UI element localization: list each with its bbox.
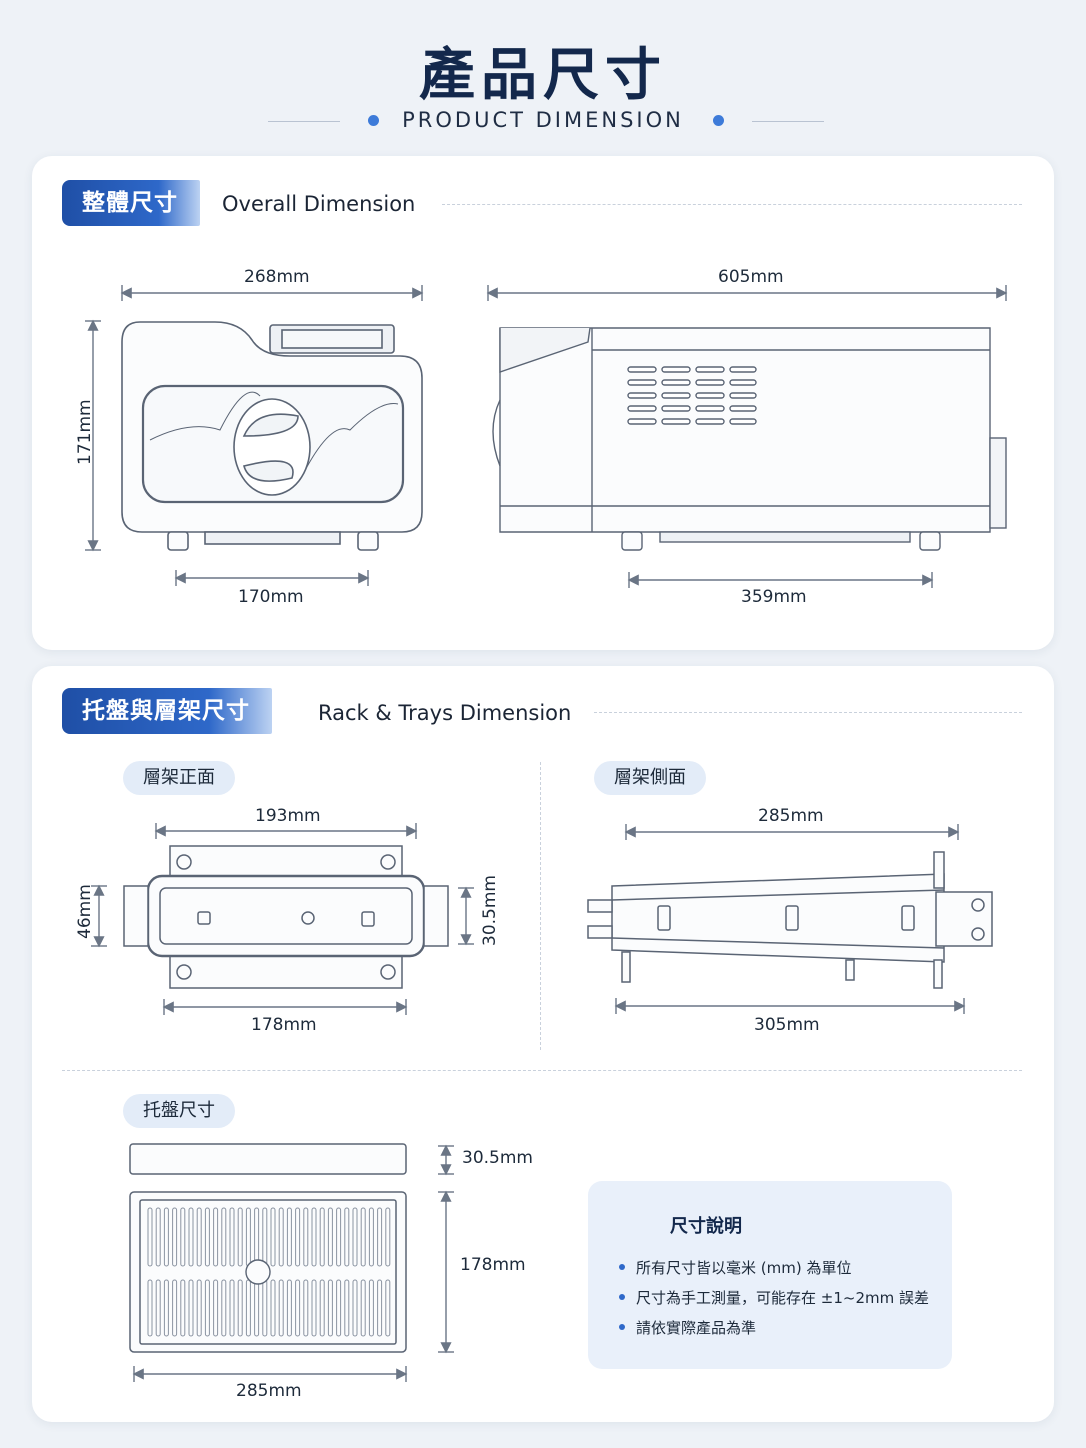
rack-front-inner-label: 178mm xyxy=(251,1015,317,1035)
rack-side-bottom-label: 305mm xyxy=(754,1015,820,1035)
rack-horizontal-divider xyxy=(62,1070,1022,1071)
notes-title: 尺寸說明 xyxy=(670,1216,742,1237)
front-width-label: 268mm xyxy=(244,267,310,287)
note-item-1: 所有尺寸皆以毫米 (mm) 為單位 xyxy=(636,1259,852,1277)
note-item-3: 請依實際產品為準 xyxy=(636,1319,757,1337)
tray-pill: 托盤尺寸 xyxy=(123,1094,235,1128)
tray-width-label: 285mm xyxy=(236,1381,302,1401)
front-feet-label: 170mm xyxy=(238,587,304,607)
ruler-icon xyxy=(616,1210,648,1242)
note-item-2: 尺寸為手工測量，可能存在 ±1~2mm 誤差 xyxy=(636,1289,929,1307)
rack-front-depth-label: 30.5mm xyxy=(480,875,500,946)
rack-front-width-label: 193mm xyxy=(255,806,321,826)
rack-side-top-label: 285mm xyxy=(758,806,824,826)
rack-front-pill: 層架正面 xyxy=(123,761,235,795)
notes-box xyxy=(588,1181,952,1369)
subtitle-line-right xyxy=(752,121,824,122)
rack-side-pill: 層架側面 xyxy=(594,761,706,795)
overall-badge-en: Overall Dimension xyxy=(222,192,416,216)
note-bullet-3 xyxy=(619,1324,625,1330)
rack-badge-en: Rack & Trays Dimension xyxy=(318,701,572,725)
overall-divider xyxy=(442,204,1022,205)
note-bullet-1 xyxy=(619,1264,625,1270)
rack-badge: 托盤與層架尺寸 xyxy=(62,688,272,734)
page-subtitle: PRODUCT DIMENSION xyxy=(402,108,684,132)
subtitle-dot-right xyxy=(713,115,724,126)
side-length-label: 605mm xyxy=(718,267,784,287)
subtitle-dot-left xyxy=(368,115,379,126)
rack-divider xyxy=(594,712,1022,713)
side-feet-label: 359mm xyxy=(741,587,807,607)
note-bullet-2 xyxy=(619,1294,625,1300)
tray-depth-label: 178mm xyxy=(460,1255,526,1275)
rack-front-height-label: 46mm xyxy=(75,884,95,939)
tray-height-label: 30.5mm xyxy=(462,1148,533,1168)
subtitle-line-left xyxy=(268,121,340,122)
overall-badge: 整體尺寸 xyxy=(62,180,200,226)
page-title: 產品尺寸 xyxy=(419,43,667,108)
rack-vertical-divider xyxy=(540,762,541,1050)
